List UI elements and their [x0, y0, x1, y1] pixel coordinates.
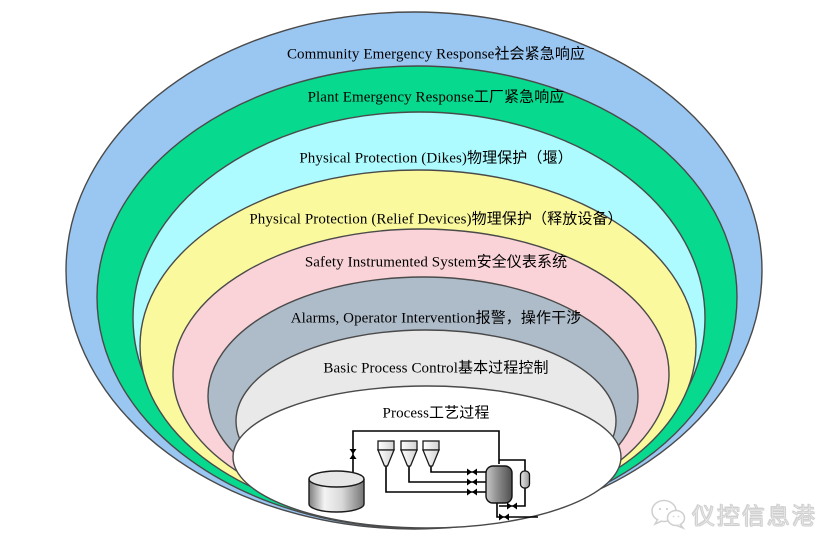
pipe [496, 503, 538, 518]
watermark: 仪控信息港 [650, 497, 817, 531]
watermark-text: 仪控信息港 [692, 503, 817, 530]
ring-label-community: Community Emergency Response社会紧急响应 [286, 46, 586, 63]
pipe [385, 466, 486, 493]
side-column [519, 470, 531, 489]
wechat-icon [651, 499, 686, 530]
ring-label-dikes: Physical Protection (Dikes)物理保护（堰） [299, 150, 573, 167]
ring-label-plant: Plant Emergency Response工厂紧急响应 [307, 89, 565, 106]
valve-icon [349, 449, 517, 521]
reactor-vessel [485, 465, 513, 504]
storage-tank [308, 470, 365, 513]
ring-label-process: Process工艺过程 [382, 405, 490, 422]
ring-label-alarms: Alarms, Operator Intervention报警，操作干涉 [290, 310, 582, 327]
ring-label-bpc: Basic Process Control基本过程控制 [323, 360, 549, 377]
ring-label-sis: Safety Instrumented System安全仪表系统 [304, 254, 568, 271]
ring-label-relief: Physical Protection (Relief Devices)物理保护… [249, 211, 623, 228]
pipe [408, 466, 486, 483]
feed-hopper [377, 440, 440, 467]
